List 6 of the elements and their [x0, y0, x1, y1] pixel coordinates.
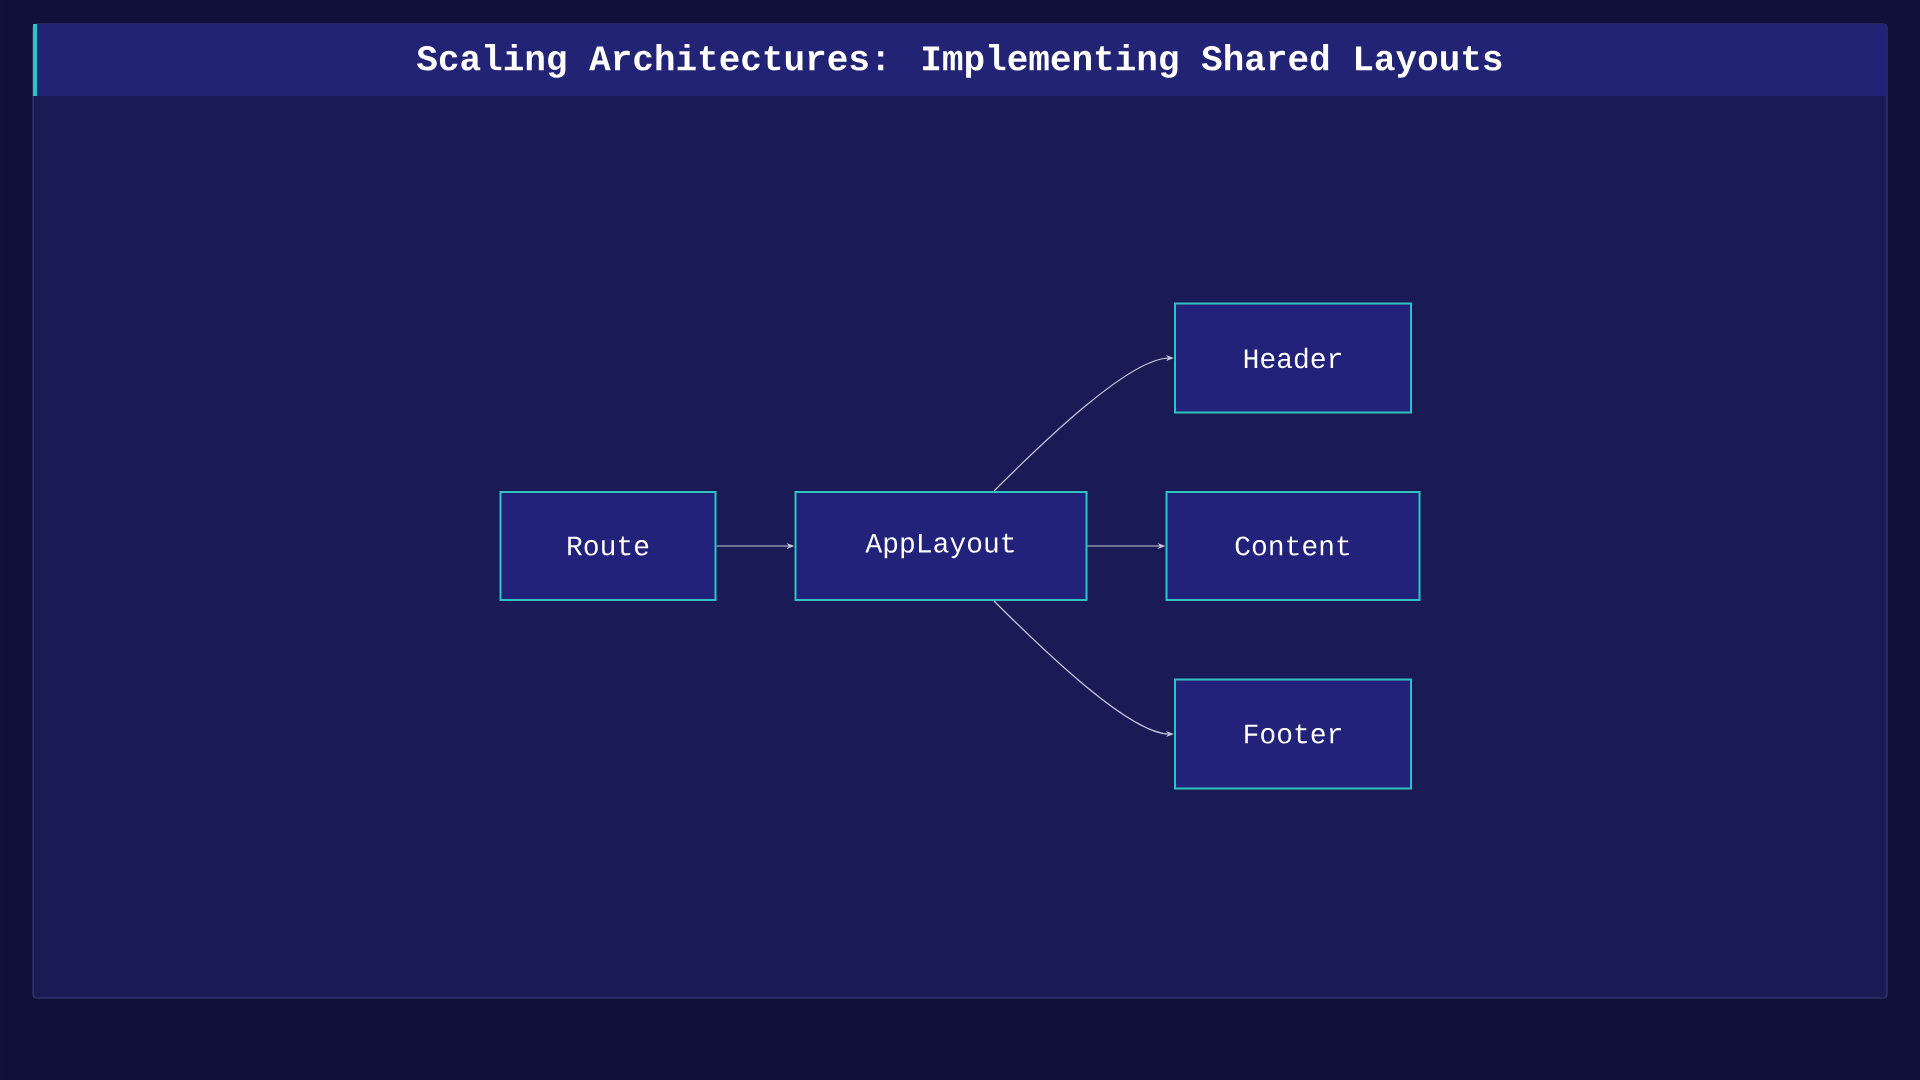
component-box: Footer [1174, 678, 1412, 790]
title-bar: Scaling Architectures: Implementing Shared Layouts [33, 24, 1887, 96]
component-box: Content [1165, 491, 1421, 601]
component-box: AppLayout [794, 491, 1088, 601]
component-box: Header [1174, 302, 1412, 414]
component-box: Route [499, 491, 717, 601]
